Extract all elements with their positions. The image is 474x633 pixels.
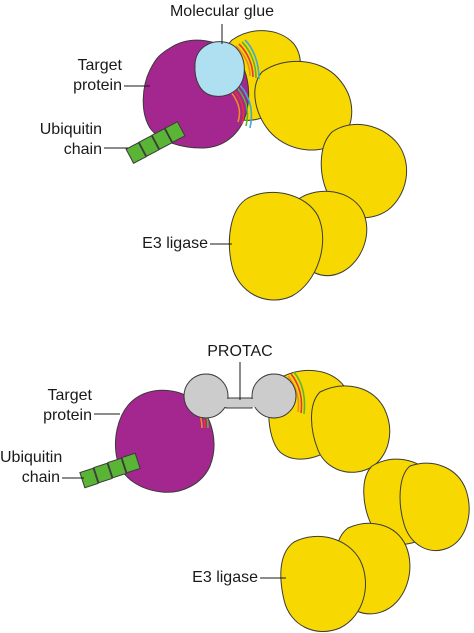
molecular-glue-panel <box>104 24 408 301</box>
ubiquitin-chain-label-line1: Ubiquitin <box>0 449 63 466</box>
ubiquitin-chain-label-line2: chain <box>21 469 60 486</box>
ubiquitin-chain-shape <box>125 120 186 165</box>
e3-ligase-label: E3 ligase <box>142 235 208 252</box>
ubiquitin-chain-label-line2: chain <box>63 141 102 158</box>
protac-shape <box>183 373 297 419</box>
protac-panel <box>62 362 470 632</box>
protac-label: PROTAC <box>207 343 273 360</box>
e3-ligase-label: E3 ligase <box>192 569 258 586</box>
target-protein-label-line1: Target <box>77 57 122 74</box>
e3-ligase-shape <box>217 30 408 301</box>
molecular-glue-shape <box>194 41 245 97</box>
leader-lines <box>62 362 286 579</box>
target-protein-label-line2: protein <box>43 407 92 424</box>
ubiquitin-chain-shape <box>79 452 141 489</box>
e3-ligase-shape <box>268 369 470 632</box>
ubiquitin-chain-label-line1: Ubiquitin <box>39 121 102 138</box>
leader-lines <box>104 24 232 245</box>
molecular-glue-label: Molecular glue <box>169 3 275 20</box>
target-protein-label-line2: protein <box>73 77 122 94</box>
target-protein-label-line1: Target <box>47 387 92 404</box>
